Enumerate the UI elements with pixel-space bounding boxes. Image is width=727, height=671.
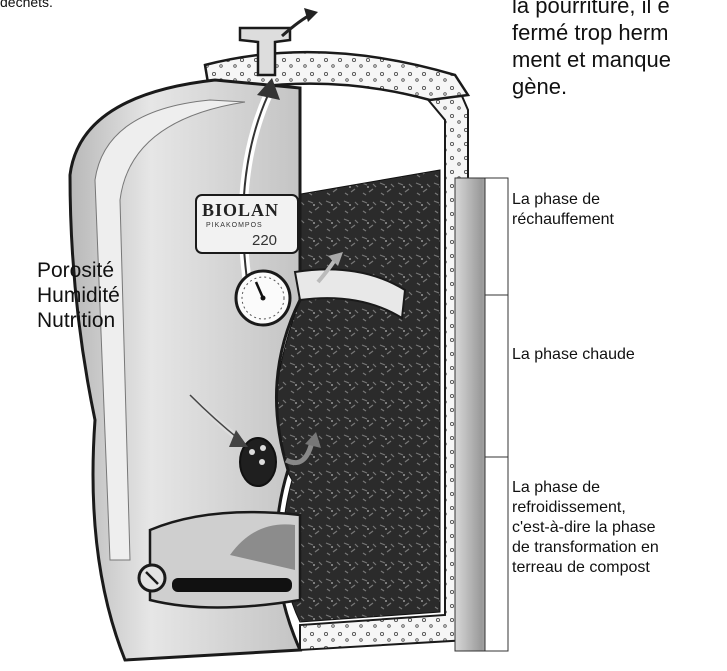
label-porosity: Porosité <box>37 258 120 283</box>
caption-line: gène. <box>512 73 671 100</box>
conditions-labels: Porosité Humidité Nutrition <box>37 258 120 333</box>
phase-bar-segment-1 <box>485 178 508 295</box>
phase-line: La phase chaude <box>512 345 635 365</box>
phase-line: réchauffement <box>512 210 614 230</box>
model-number: 220 <box>252 232 277 249</box>
label-humidity: Humidité <box>37 283 120 308</box>
phase-line: refroidissement, <box>512 498 659 518</box>
phase-line: La phase de <box>512 190 614 210</box>
brand-name: BIOLAN <box>202 200 279 221</box>
label-nutrition: Nutrition <box>37 308 120 333</box>
phase-line: La phase de <box>512 478 659 498</box>
phase-line: c'est-à-dire la phase <box>512 518 659 538</box>
caption-line: ment et manque <box>512 46 671 73</box>
hatch-handle <box>172 578 292 592</box>
phase-label-cooling: La phase de refroidissement, c'est-à-dir… <box>512 478 659 578</box>
phase-line: terreau de compost <box>512 558 659 578</box>
brand-subtitle: PIKAKOMPOS <box>206 222 263 229</box>
phase-label-hot: La phase chaude <box>512 345 635 365</box>
caption-top-right: la pourriture, il e fermé trop herm ment… <box>512 0 671 100</box>
caption-line: la pourriture, il e <box>512 0 671 19</box>
caption-line: fermé trop herm <box>512 19 671 46</box>
phase-label-warming: La phase de réchauffement <box>512 190 614 230</box>
phase-bar-segment-2 <box>485 295 508 457</box>
caption-top-left: déchets. <box>0 0 53 10</box>
phase-line: de transformation en <box>512 538 659 558</box>
phase-bar-segment-3 <box>485 457 508 651</box>
